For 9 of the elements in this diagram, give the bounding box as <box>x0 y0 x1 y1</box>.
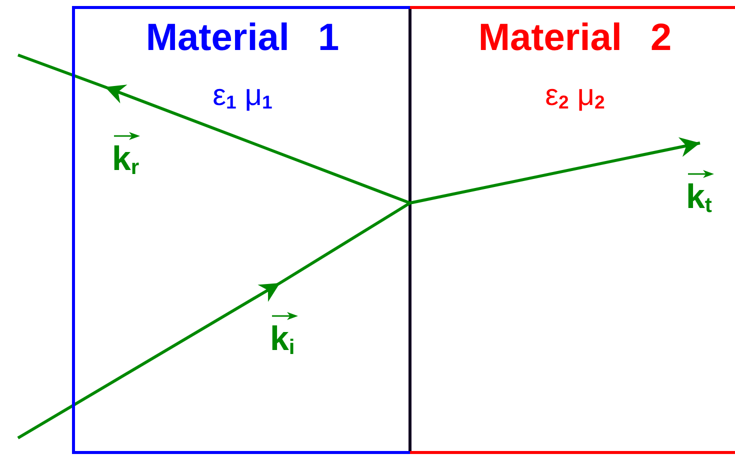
material-region <box>72 6 410 454</box>
wave-vector-label: k$_{t}$ <box>686 178 712 216</box>
material-parameters: ε$_{1}$ μ$_{1}$ <box>212 79 274 114</box>
material-title: Material 2 <box>477 17 673 60</box>
wave-vector-label: k$_{i}$ <box>270 320 295 358</box>
wave-vector-label: k$_{r}$ <box>112 140 140 178</box>
material-parameters: ε$_{2}$ μ$_{2}$ <box>544 79 606 114</box>
material-title: Material 1 <box>144 17 340 60</box>
material-region <box>410 6 735 454</box>
